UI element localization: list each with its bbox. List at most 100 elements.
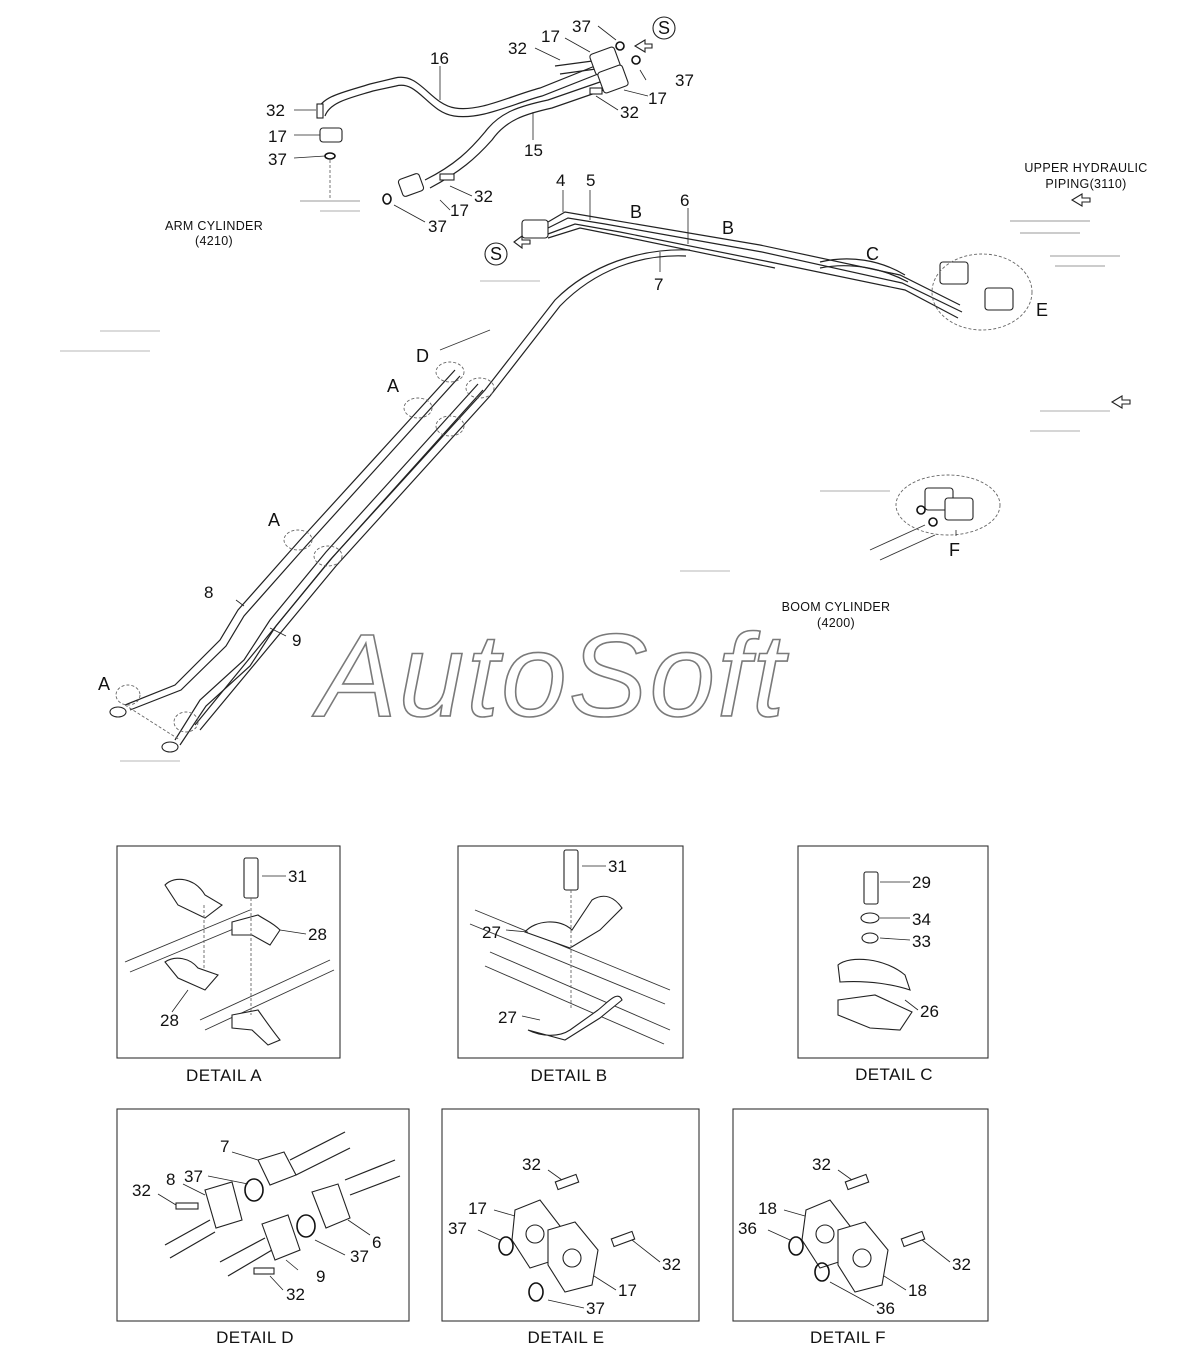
detail-a-callout: 31 xyxy=(288,867,307,886)
arm-pipe-assembly xyxy=(316,41,641,205)
detail-f-title: DETAIL F xyxy=(810,1328,886,1347)
connector-s-label: S xyxy=(490,244,502,264)
detail-e-callout: 17 xyxy=(468,1199,487,1218)
detail-d-callout: 8 xyxy=(166,1170,175,1189)
end-flange-9 xyxy=(161,741,179,753)
o-ring-icon xyxy=(528,1282,544,1302)
flange-arm-lower xyxy=(397,173,425,197)
detail-f-callout: 32 xyxy=(952,1255,971,1274)
boom-cylinder-code: (4200) xyxy=(817,616,855,630)
flange-icon xyxy=(257,1151,297,1186)
clamp-half-icon xyxy=(231,1009,281,1046)
callout: 15 xyxy=(524,141,543,160)
detail-f-panel: 32 18 36 32 18 36 DETAIL F xyxy=(732,1108,989,1347)
flange-icon xyxy=(204,1181,243,1229)
detail-marker: B xyxy=(722,218,734,238)
bolt-icon xyxy=(610,1230,636,1248)
callout: 37 xyxy=(675,71,694,90)
detail-e-callout: 32 xyxy=(522,1155,541,1174)
flange-f2 xyxy=(944,497,974,521)
detail-marker: A xyxy=(268,510,280,530)
flange-e2 xyxy=(984,287,1014,311)
clamp-half-icon xyxy=(164,878,223,919)
detail-marker: D xyxy=(416,346,429,366)
detail-c-callout: 33 xyxy=(912,932,931,951)
detail-d-callout: 32 xyxy=(286,1285,305,1304)
arrow-icon xyxy=(1070,193,1091,207)
detail-e-callout: 17 xyxy=(618,1281,637,1300)
callout: 5 xyxy=(586,171,595,190)
callout: 37 xyxy=(428,217,447,236)
detail-b-callout: 27 xyxy=(482,923,501,942)
callout: 32 xyxy=(266,101,285,120)
washer-icon xyxy=(860,912,880,924)
detail-b-title: DETAIL B xyxy=(531,1066,608,1085)
detail-a-panel: 31 28 28 DETAIL A xyxy=(116,845,341,1085)
arrow-icon xyxy=(513,234,531,250)
detail-c-title: DETAIL C xyxy=(855,1065,933,1084)
flange-s xyxy=(521,219,549,239)
detail-marker: C xyxy=(866,244,879,264)
boom-cylinder-caption: BOOM CYLINDER xyxy=(782,600,891,614)
detail-marker: A xyxy=(98,674,110,694)
upper-callouts: 32 17 37 16 15 32 17 37 37 17 32 17 32 3… xyxy=(98,17,1147,694)
bolt-icon xyxy=(589,87,603,95)
detail-c-callout: 34 xyxy=(912,910,931,929)
detail-marker: E xyxy=(1036,300,1048,320)
watermark-logo: AutoSoft xyxy=(312,610,789,742)
flange-icon xyxy=(311,1183,351,1229)
connector-s-icon xyxy=(484,242,508,266)
bolt-icon xyxy=(900,1230,926,1248)
callout: 17 xyxy=(450,201,469,220)
arm-cylinder-caption: ARM CYLINDER xyxy=(165,219,263,233)
callout: 17 xyxy=(268,127,287,146)
detail-b-callout: 31 xyxy=(608,857,627,876)
clamp-half-icon xyxy=(231,914,281,946)
detail-b-callout: 27 xyxy=(498,1008,517,1027)
detail-d-callout: 7 xyxy=(220,1137,229,1156)
detail-d-panel: 7 37 8 32 37 6 9 32 DETAIL D xyxy=(116,1108,410,1347)
lock-washer-icon xyxy=(861,932,879,944)
o-ring-icon xyxy=(382,193,392,205)
callout: 7 xyxy=(654,275,663,294)
bolt-icon xyxy=(863,871,879,905)
callout: 4 xyxy=(556,171,565,190)
o-ring-icon xyxy=(498,1236,514,1256)
connector-s-label: S xyxy=(658,18,670,38)
end-flange-8 xyxy=(109,706,127,718)
clamp-base-icon xyxy=(837,994,913,1031)
detail-c-panel: 29 34 33 26 DETAIL C xyxy=(797,845,989,1084)
detail-f-callout: 36 xyxy=(738,1219,757,1238)
flange-arm-upper xyxy=(319,127,343,143)
bolt-icon xyxy=(243,857,259,899)
leader-lines xyxy=(235,25,957,637)
clamp-half-icon xyxy=(524,895,623,949)
bolt-icon xyxy=(554,1173,580,1191)
detail-d-callout: 37 xyxy=(350,1247,369,1266)
callout: 8 xyxy=(204,583,213,602)
callout: 37 xyxy=(572,17,591,36)
arm-cylinder-code: (4210) xyxy=(195,234,233,248)
o-ring-icon xyxy=(631,55,641,65)
callout: 6 xyxy=(680,191,689,210)
bolt-icon xyxy=(175,1202,199,1210)
callout: 16 xyxy=(430,49,449,68)
detail-b-panel: 31 27 27 DETAIL B xyxy=(457,845,684,1085)
clamp-half-icon xyxy=(837,958,911,991)
connector-s-icon xyxy=(652,16,676,40)
clamp-half-icon xyxy=(527,995,623,1041)
bolt-icon xyxy=(316,103,324,119)
detail-f-callout: 36 xyxy=(876,1299,895,1318)
detail-e-callout: 37 xyxy=(448,1219,467,1238)
callout: 32 xyxy=(474,187,493,206)
detail-f-callout: 18 xyxy=(908,1281,927,1300)
detail-d-callout: 6 xyxy=(372,1233,381,1252)
detail-marker: B xyxy=(630,202,642,222)
detail-e-panel: 32 17 37 32 17 37 DETAIL E xyxy=(441,1108,700,1347)
detail-f-callout: 18 xyxy=(758,1199,777,1218)
o-ring-icon xyxy=(615,41,625,51)
flange-arm-top2 xyxy=(597,64,629,94)
detail-d-callout: 37 xyxy=(184,1167,203,1186)
arrow-icon xyxy=(633,39,653,53)
boom-pipe-upper-run: S S xyxy=(109,16,1131,753)
